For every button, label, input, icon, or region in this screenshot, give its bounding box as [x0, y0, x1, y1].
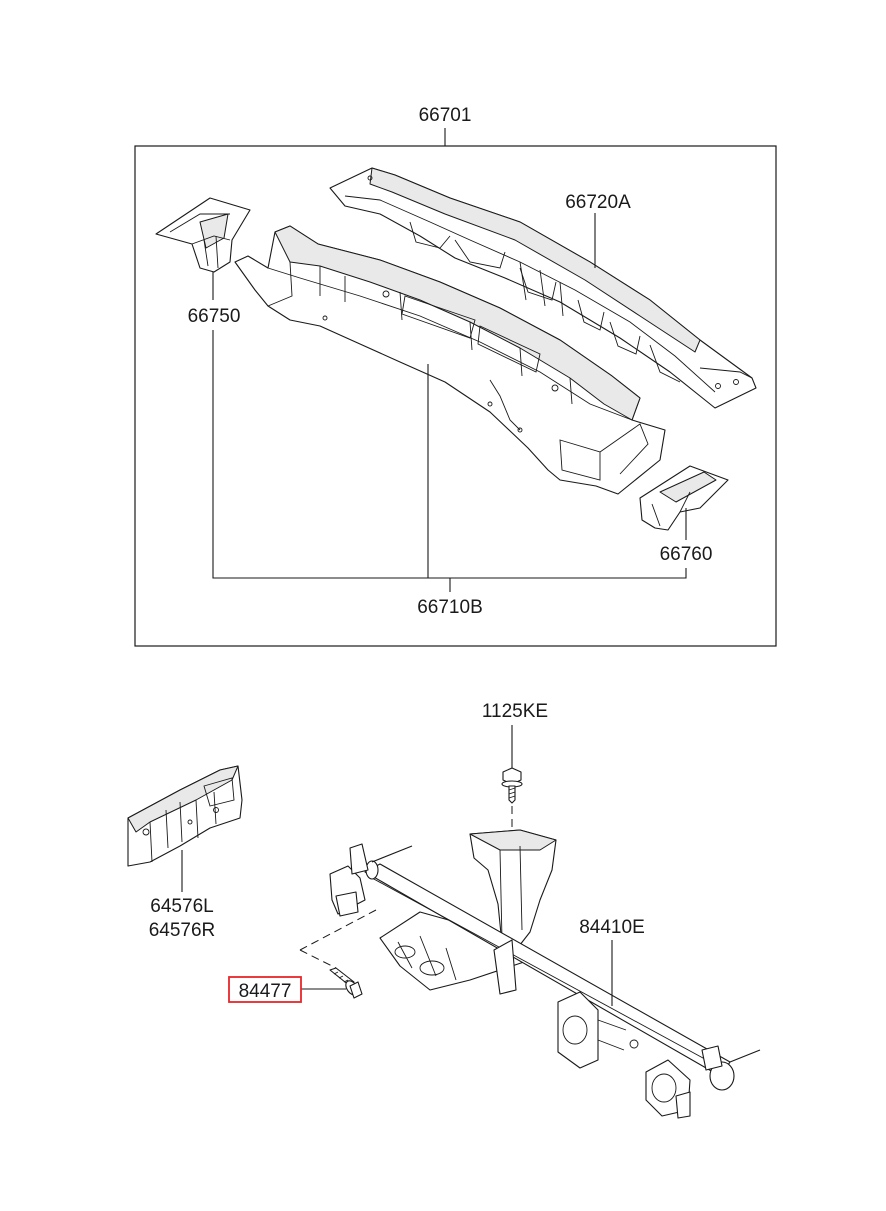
label-66720a[interactable]: 66720A — [565, 192, 631, 213]
part-66750-left-bracket[interactable] — [155, 197, 251, 273]
flange-bolt-icon[interactable] — [501, 767, 523, 804]
label-66760[interactable]: 66760 — [660, 544, 713, 565]
highlight-box-84477 — [228, 976, 302, 1003]
part-84410e-support-beam[interactable] — [329, 829, 761, 1119]
part-66720a-upper-cowl[interactable] — [329, 167, 757, 409]
label-1125ke[interactable]: 1125KE — [482, 701, 548, 722]
part-66710b-lower-cowl[interactable] — [234, 225, 666, 495]
label-84477[interactable]: 84477 — [239, 981, 292, 1002]
label-66701[interactable]: 66701 — [419, 105, 472, 126]
part-64576-bracket[interactable] — [127, 765, 243, 867]
label-66750[interactable]: 66750 — [188, 306, 241, 327]
label-64576l[interactable]: 64576L — [150, 896, 213, 917]
label-64576r[interactable]: 64576R — [149, 920, 216, 941]
part-66760-right-bracket[interactable] — [639, 465, 729, 531]
label-84410e[interactable]: 84410E — [579, 917, 645, 938]
flange-bolt-icon[interactable] — [329, 967, 363, 999]
label-66710b[interactable]: 66710B — [417, 597, 483, 618]
assembly-frame — [134, 145, 777, 647]
